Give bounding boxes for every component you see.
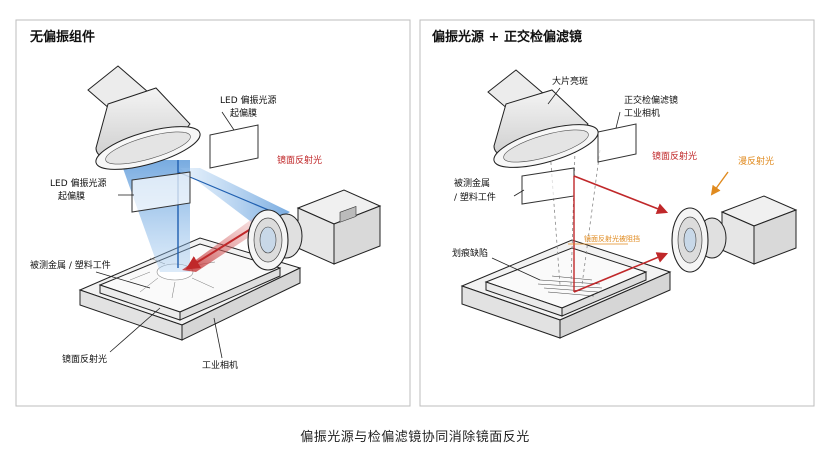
right-red-reflection-upper	[573, 175, 669, 214]
figure-caption: 偏振光源与检偏滤镜协同消除镜面反光	[300, 430, 530, 445]
right-diffuse-arrow	[710, 171, 729, 196]
left-panel-title: 无偏振组件	[29, 29, 95, 45]
right-label-diffuse: 漫反射光	[738, 155, 774, 167]
left-label-specular: 镜面反射光	[277, 154, 322, 166]
industrial-camera-left	[247, 189, 382, 271]
left-label-led-source-2: LED 偏振光源	[50, 177, 107, 189]
right-label-scratch-defect: 划痕缺陷	[452, 247, 488, 259]
right-panel: 偏振光源 + 正交检偏滤镜	[419, 19, 815, 407]
right-label-crossed-analyzer: 正交检偏滤镜	[624, 94, 678, 106]
left-label-polarizer-2: 起偏膜	[58, 190, 85, 202]
right-label-measured-part-1: 被测金属	[454, 177, 490, 189]
left-panel: 无偏振组件	[15, 19, 411, 407]
left-label-industrial-camera: 工业相机	[202, 359, 238, 371]
right-panel-title: 偏振光源 + 正交检偏滤镜	[432, 29, 582, 45]
left-label-polarizer: 起偏膜	[230, 107, 257, 119]
industrial-camera-right	[671, 195, 798, 273]
led-lamp-left	[87, 65, 201, 170]
polarizer-film-lower	[131, 171, 191, 213]
left-label-specular-bottom: 镜面反射光	[62, 353, 107, 365]
right-label-measured-part-2: / 塑料工件	[454, 191, 496, 203]
right-dashed-cone	[549, 149, 601, 286]
workpiece	[98, 243, 282, 321]
left-label-measured-part: 被测金属 / 塑料工件	[30, 259, 111, 271]
left-label-led-source: LED 偏振光源	[220, 94, 277, 106]
right-polarizer-film-upper	[597, 123, 637, 163]
scratch-defect-marks	[537, 275, 603, 297]
led-lamp-right	[487, 69, 599, 168]
right-base-stage	[460, 239, 672, 339]
right-red-reflection-lower	[573, 252, 669, 293]
right-label-specular: 镜面反射光	[652, 150, 697, 162]
right-label-large-glare: 大片亮斑	[552, 75, 588, 87]
polarizer-film-upper	[209, 124, 259, 169]
right-label-blocked-specular: 镜面反射光被阻挡	[584, 234, 640, 243]
right-label-industrial-camera: 工业相机	[624, 107, 660, 119]
